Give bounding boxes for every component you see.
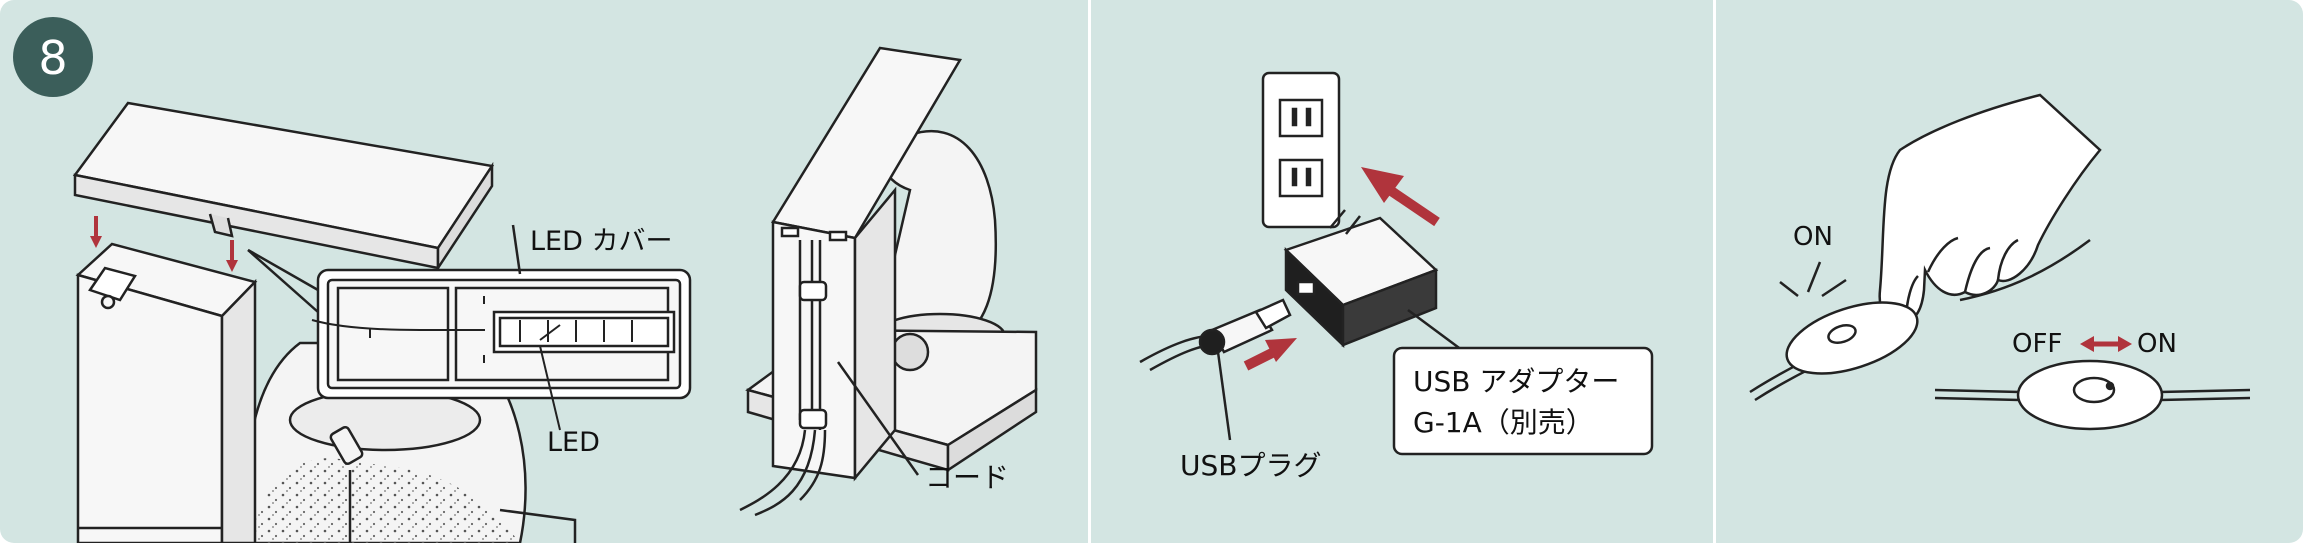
cord-label: コード (925, 461, 1009, 494)
adapter-label-line1: USB アダプター (1413, 365, 1619, 398)
led-cover (72, 101, 495, 273)
step-badge: 8 (13, 17, 93, 97)
led-detail-inset (311, 268, 692, 431)
insert-arrow-icon (1361, 167, 1440, 227)
led-cover-label: LED カバー (530, 226, 672, 257)
cord-leader (836, 361, 920, 476)
hand-pressing-switch (1878, 93, 2102, 324)
off-label: OFF (2012, 329, 2062, 359)
plug-arrow-icon (1243, 338, 1297, 371)
inline-switch (1934, 359, 2251, 431)
wall-outlet (1261, 71, 1341, 229)
led-label: LED (547, 427, 600, 458)
down-arrow-icon (90, 216, 238, 272)
toggle-arrow-icon (2080, 336, 2132, 352)
on-label-switch: ON (2137, 329, 2177, 359)
adapter-label-line2: G-1A（別売） (1413, 406, 1594, 439)
lamp-stand-side (739, 46, 963, 517)
usb-adapter (1283, 209, 1439, 348)
on-label-pressed: ON (1793, 222, 1833, 252)
usb-plug (1139, 298, 1292, 372)
cover-label-leader (511, 224, 522, 275)
motion-lines (1779, 261, 1847, 298)
lamp-stand (75, 242, 258, 543)
plug-leader (1216, 351, 1232, 441)
adapter-label-box: USB アダプター G-1A（別売） (1392, 346, 1654, 456)
pressed-switch (1749, 238, 2091, 402)
svg-text:8: 8 (38, 31, 67, 85)
usb-plug-label: USBプラグ (1180, 449, 1321, 482)
callout-lines (247, 248, 319, 313)
